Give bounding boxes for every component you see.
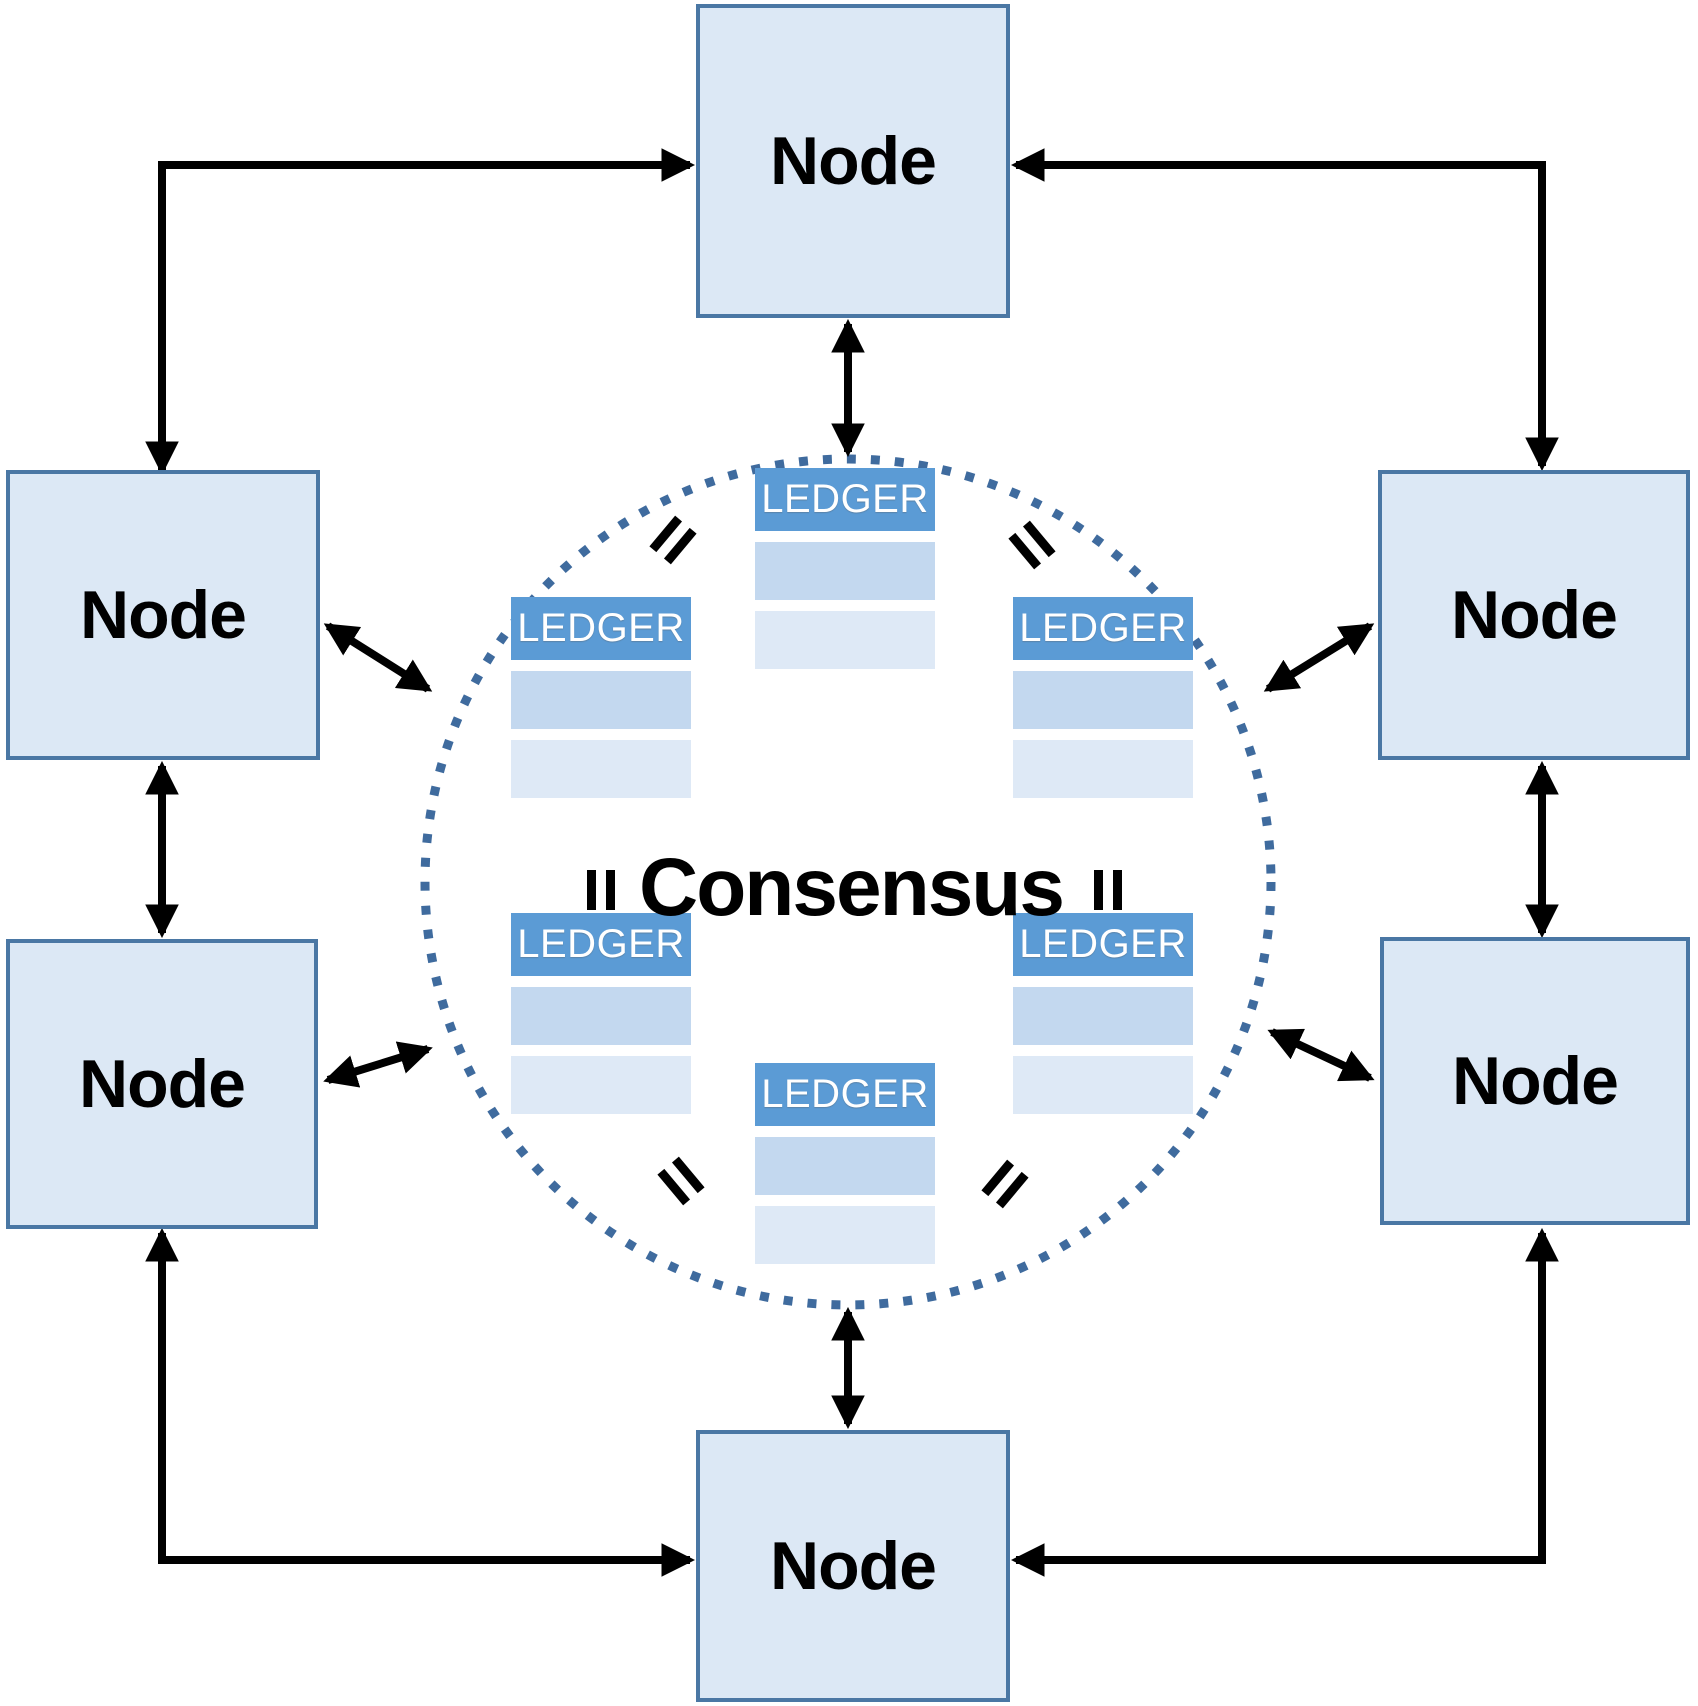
equals-icon-mid-right	[1094, 870, 1122, 910]
ledger-row-light	[755, 611, 935, 669]
ledger-header: LEDGER	[1013, 597, 1193, 660]
node-label: Node	[1452, 1043, 1619, 1119]
node-label: Node	[770, 1528, 937, 1604]
arrow-left-lower-to-bottom	[145, 1227, 696, 1577]
ledger-header: LEDGER	[755, 468, 935, 531]
arrow-left-lower-node-to-circle	[323, 1041, 433, 1088]
ledger-row-medium	[511, 671, 691, 729]
ledger-table-right-upper: LEDGER	[1013, 597, 1193, 798]
ledger-row-medium	[755, 542, 935, 600]
node-box-left-upper: Node	[6, 470, 320, 760]
equals-bar	[606, 870, 615, 910]
node-box-right-upper: Node	[1378, 470, 1690, 760]
equals-icon-mid-left	[587, 870, 615, 910]
arrow-right-lower-node-to-circle	[1267, 1028, 1375, 1082]
ledger-row-light	[1013, 740, 1193, 798]
arrow-right-upper-to-top	[1010, 148, 1559, 472]
ledger-row-medium	[1013, 987, 1193, 1045]
equals-bar	[1094, 870, 1103, 910]
equals-bar	[1113, 870, 1122, 910]
arrow-left-upper-to-top	[145, 148, 696, 476]
node-label: Node	[770, 123, 937, 199]
ledger-table-right-lower: LEDGER	[1013, 913, 1193, 1114]
node-box-left-lower: Node	[6, 939, 318, 1229]
ledger-table-left-lower: LEDGER	[511, 913, 691, 1114]
consensus-circle	[420, 454, 1276, 1310]
ledger-row-medium	[511, 987, 691, 1045]
node-label: Node	[1451, 577, 1618, 653]
arrow-left-upper-node-to-circle	[323, 622, 433, 693]
ledger-table-top-center: LEDGER	[755, 468, 935, 669]
arrow-right-upper-node-to-circle	[1263, 622, 1375, 693]
ledger-header: LEDGER	[511, 597, 691, 660]
ledger-row-light	[511, 1056, 691, 1114]
ledger-table-bottom-center: LEDGER	[755, 1063, 935, 1264]
ledger-row-medium	[1013, 671, 1193, 729]
node-box-bottom: Node	[696, 1430, 1010, 1702]
node-label: Node	[80, 577, 247, 653]
ledger-row-light	[1013, 1056, 1193, 1114]
node-label: Node	[79, 1046, 246, 1122]
ledger-table-left-upper: LEDGER	[511, 597, 691, 798]
equals-bar	[587, 870, 596, 910]
ledger-row-medium	[755, 1137, 935, 1195]
ledger-header: LEDGER	[755, 1063, 935, 1126]
ledger-row-light	[755, 1206, 935, 1264]
consensus-label: Consensus	[639, 842, 1065, 933]
arrow-right-lower-to-bottom	[1010, 1227, 1559, 1577]
ledger-row-light	[511, 740, 691, 798]
ledger-header: LEDGER	[1013, 913, 1193, 976]
ledger-header: LEDGER	[511, 913, 691, 976]
node-box-top: Node	[696, 4, 1010, 318]
node-box-right-lower: Node	[1380, 937, 1690, 1225]
